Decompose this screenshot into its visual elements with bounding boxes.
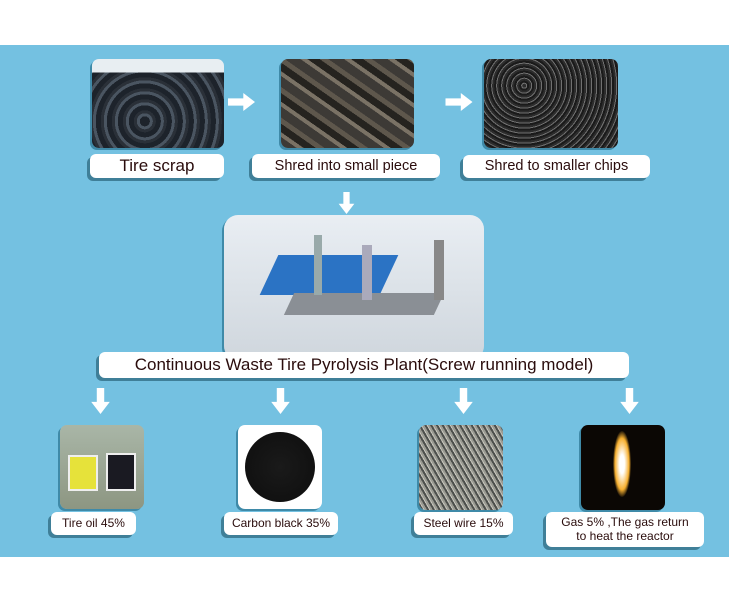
tire-oil-label: Tire oil 45% [51,512,136,535]
gas-flame-image [581,425,665,510]
steel-wire-label: Steel wire 15% [414,512,513,535]
gas-label: Gas 5% ,The gas return to heat the react… [546,512,704,547]
tire-scrap-label: Tire scrap [90,154,224,178]
arrow-down-icon [454,388,473,414]
shred-small-piece-label: Shred into small piece [252,154,440,178]
carbon-black-image [238,425,322,509]
steel-wire-image [419,425,503,510]
tire-pile-image [92,59,224,148]
arrow-down-icon [337,192,356,214]
carbon-black-label: Carbon black 35% [224,512,338,535]
arrow-right-icon [445,93,473,111]
rubber-chips-image [484,59,618,148]
arrow-down-icon [91,388,110,414]
shred-smaller-chips-label: Shred to smaller chips [463,155,650,178]
arrow-down-icon [620,388,639,414]
pyrolysis-plant-image [224,215,484,360]
arrow-down-icon [271,388,290,414]
shredded-rubber-image [281,59,414,148]
arrow-right-icon [227,93,256,111]
tire-oil-image [60,425,144,509]
plant-label: Continuous Waste Tire Pyrolysis Plant(Sc… [99,352,629,378]
